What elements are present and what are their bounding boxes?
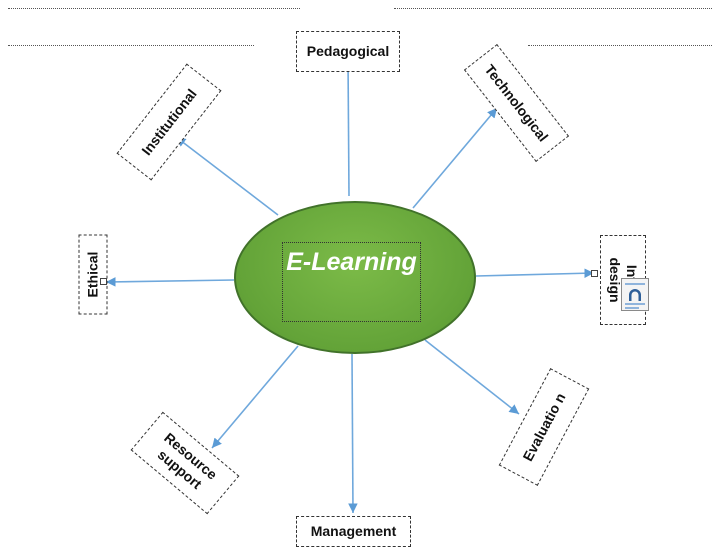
box-ethical[interactable]: Ethical [78, 234, 108, 315]
layout-options-glyph [625, 283, 645, 309]
header-rule-right-2 [528, 45, 712, 46]
arrow-institutional [175, 136, 279, 216]
box-management[interactable]: Management [296, 516, 411, 547]
layout-options-icon[interactable] [621, 278, 649, 311]
ethical-resize-handle[interactable] [100, 278, 107, 285]
arrow-pedagogical [343, 57, 353, 197]
label-ethical: Ethical [84, 251, 101, 298]
header-rule-left [8, 8, 300, 9]
label-pedagogical: Pedagogical [306, 43, 390, 59]
box-pedagogical[interactable]: Pedagogical [296, 31, 400, 72]
center-label: E-Learning [286, 248, 417, 276]
arrow-interface [475, 268, 595, 279]
center-ellipse [234, 201, 476, 354]
center-text-box[interactable] [282, 242, 421, 322]
arrow-technological [412, 107, 498, 209]
arrow-management [348, 353, 358, 514]
header-rule-right [394, 8, 712, 9]
label-management: Management [310, 523, 397, 539]
arrow-ethical [105, 277, 235, 287]
interface-resize-handle[interactable] [591, 270, 598, 277]
arrow-resource [211, 345, 299, 449]
header-rule-left-2 [8, 45, 254, 46]
arrow-evaluation [424, 339, 520, 415]
